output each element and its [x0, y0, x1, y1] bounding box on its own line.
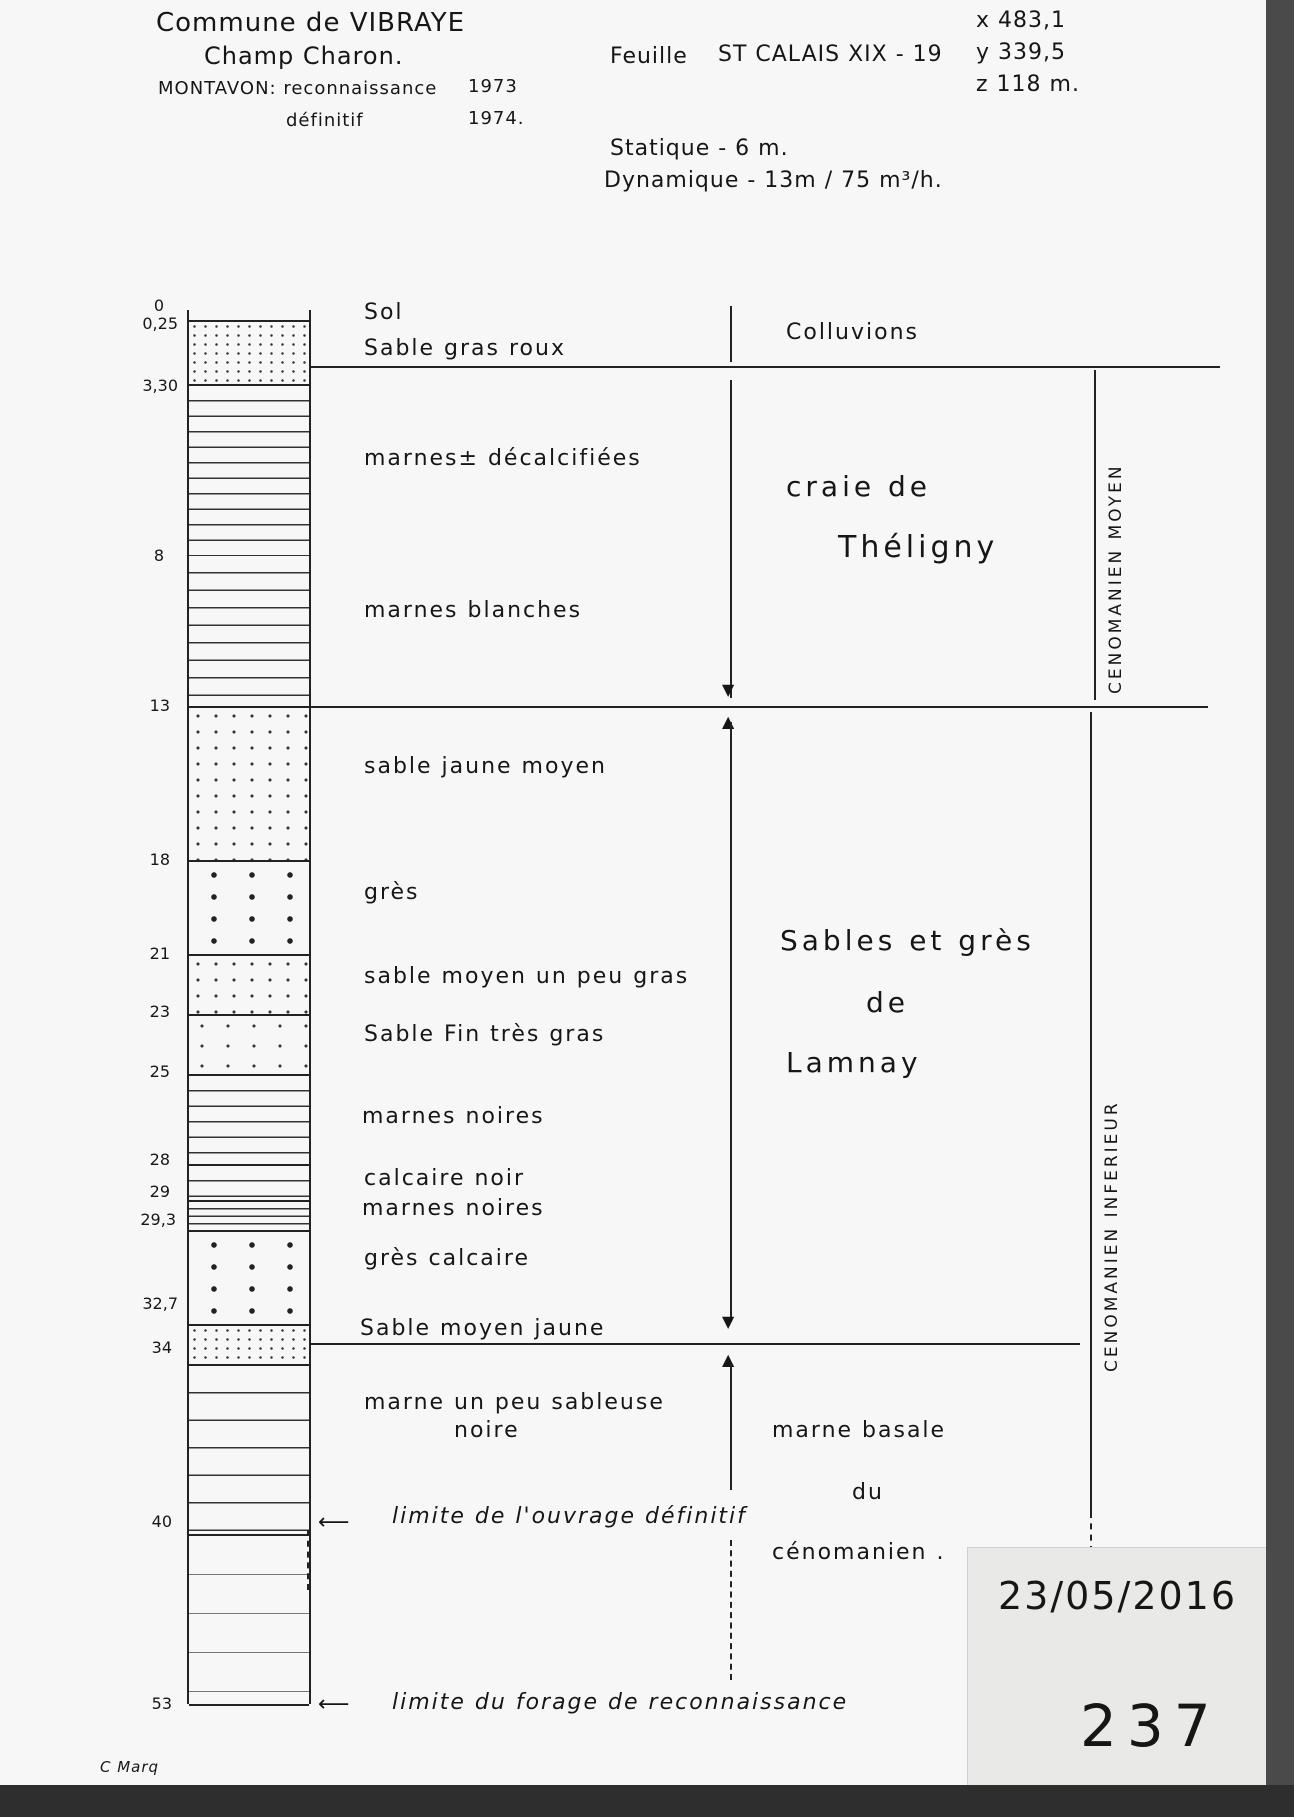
layer-sable-moyen-gras — [189, 956, 309, 1016]
depth-label: 40 — [151, 1512, 172, 1531]
archive-stamp: 23/05/2016 237 — [968, 1548, 1268, 1788]
coord-x: x 483,1 — [976, 8, 1066, 33]
arrow-left-icon: ⟵ — [318, 1692, 351, 1717]
formation-arrow — [730, 722, 732, 1322]
arrow-left-icon: ⟵ — [318, 1510, 351, 1535]
statique-level: Statique - 6 m. — [610, 136, 789, 161]
coord-y: y 339,5 — [976, 40, 1066, 65]
layer-marnes-decalcifiees — [189, 386, 309, 556]
document-sheet: Commune de VIBRAYE Champ Charon. MONTAVO… — [0, 0, 1270, 1790]
lith-label: marnes± décalcifiées — [364, 446, 642, 471]
layer-gres-calcaire — [189, 1232, 309, 1326]
layer-marne-sableuse-noire — [189, 1366, 309, 1536]
arrow-head-up: ▲ — [722, 1350, 736, 1369]
layer-sable-fin — [189, 1016, 309, 1076]
montavon-reconnaissance: MONTAVON: reconnaissance — [158, 78, 438, 99]
divider-line — [730, 306, 732, 362]
depth-label: 13 — [149, 696, 170, 715]
formation-arrow — [730, 1364, 732, 1490]
layer-sable-jaune-moyen — [189, 708, 309, 862]
depth-label: 18 — [149, 850, 170, 869]
lith-label: marne un peu sableuse — [364, 1390, 665, 1415]
depth-label: 32,7 — [142, 1294, 178, 1313]
commune-title: Commune de VIBRAYE — [156, 8, 466, 38]
formation-label: Sables et grès — [780, 924, 1035, 957]
stage-bar — [1090, 712, 1092, 1512]
depth-label: 25 — [149, 1062, 170, 1081]
sheet-id: ST CALAIS XIX - 19 — [718, 42, 943, 67]
depth-label: 3,30 — [142, 376, 178, 395]
lith-label: sable jaune moyen — [364, 754, 607, 779]
arrow-head-down: ▼ — [722, 1312, 736, 1331]
formation-label: Colluvions — [786, 320, 919, 345]
lith-label: Sable gras roux — [364, 336, 566, 361]
depth-label: 0 — [153, 296, 164, 315]
layer-marnes-noires-2 — [189, 1202, 309, 1232]
layer-calcaire-noir — [189, 1166, 309, 1202]
formation-label: du — [852, 1480, 884, 1505]
stage-bar-dashed — [1090, 1512, 1092, 1552]
separator-line — [310, 366, 1220, 368]
stage-bar — [1094, 370, 1096, 700]
formation-label: cénomanien . — [772, 1540, 946, 1565]
formation-label: marne basale — [772, 1418, 947, 1443]
limit-label: limite de l'ouvrage définitif — [392, 1504, 747, 1529]
depth-label: 0,25 — [142, 314, 178, 333]
depth-label: 28 — [149, 1150, 170, 1169]
depth-label: 34 — [151, 1338, 172, 1357]
signature: C Marq — [100, 1758, 160, 1776]
table-surface — [0, 1785, 1294, 1817]
year-definitif: 1974. — [468, 108, 525, 129]
separator-line — [310, 706, 1208, 708]
lith-label: grès — [364, 880, 420, 905]
depth-label: 29,3 — [140, 1210, 176, 1229]
lith-label: sable moyen un peu gras — [364, 964, 690, 989]
stage-label: CENOMANIEN MOYEN — [1106, 463, 1126, 694]
formation-arrow-dashed — [730, 1540, 732, 1680]
dynamique-level: Dynamique - 13m / 75 m³/h. — [604, 168, 943, 193]
stamp-number: 237 — [1080, 1692, 1221, 1760]
formation-label: Lamnay — [786, 1046, 922, 1079]
depth-label: 8 — [153, 546, 164, 565]
separator-line — [310, 1343, 1080, 1345]
arrow-head-down: ▼ — [722, 680, 736, 699]
lith-label: marnes blanches — [364, 598, 583, 623]
layer-sable-gras-roux — [189, 322, 309, 386]
depth-label: 21 — [149, 944, 170, 963]
coord-z: z 118 m. — [976, 72, 1080, 97]
column-extension-dashed — [307, 1530, 309, 1590]
layer-gres — [189, 862, 309, 956]
depth-label: 29 — [149, 1182, 170, 1201]
lith-label: marnes noires — [362, 1104, 545, 1129]
layer-marnes-blanches — [189, 556, 309, 708]
formation-arrow — [730, 380, 732, 698]
formation-label: craie de — [786, 470, 931, 503]
stage-label: CENOMANIEN INFERIEUR — [1102, 1100, 1122, 1372]
lith-label: marnes noires — [362, 1196, 545, 1221]
lith-label: Sable moyen jaune — [360, 1316, 606, 1341]
definitif-label: définitif — [286, 110, 364, 131]
layer-soil — [189, 310, 309, 322]
lith-label: Sable Fin très gras — [364, 1022, 606, 1047]
formation-label: de — [866, 986, 909, 1019]
limit-label: limite du forage de reconnaissance — [392, 1690, 849, 1715]
lithology-column — [187, 310, 311, 1706]
depth-label: 23 — [149, 1002, 170, 1021]
lith-label: Sol — [364, 300, 404, 325]
arrow-head-up: ▲ — [722, 712, 736, 731]
stamp-date: 23/05/2016 — [998, 1574, 1238, 1618]
lith-label: calcaire noir — [364, 1166, 526, 1191]
layer-marnes-noires — [189, 1076, 309, 1166]
lith-label: noire — [454, 1418, 520, 1443]
site-name: Champ Charon. — [204, 42, 404, 70]
layer-below-ouvrage — [189, 1536, 309, 1706]
layer-sable-moyen-jaune — [189, 1326, 309, 1366]
lith-label: grès calcaire — [364, 1246, 530, 1271]
feuille-label: Feuille — [610, 44, 688, 69]
year-reconnaissance: 1973 — [468, 76, 518, 97]
depth-label: 53 — [151, 1694, 172, 1713]
page-edge — [1266, 0, 1294, 1817]
formation-label: Théligny — [838, 530, 999, 565]
column-extension-dashed — [187, 1530, 189, 1590]
